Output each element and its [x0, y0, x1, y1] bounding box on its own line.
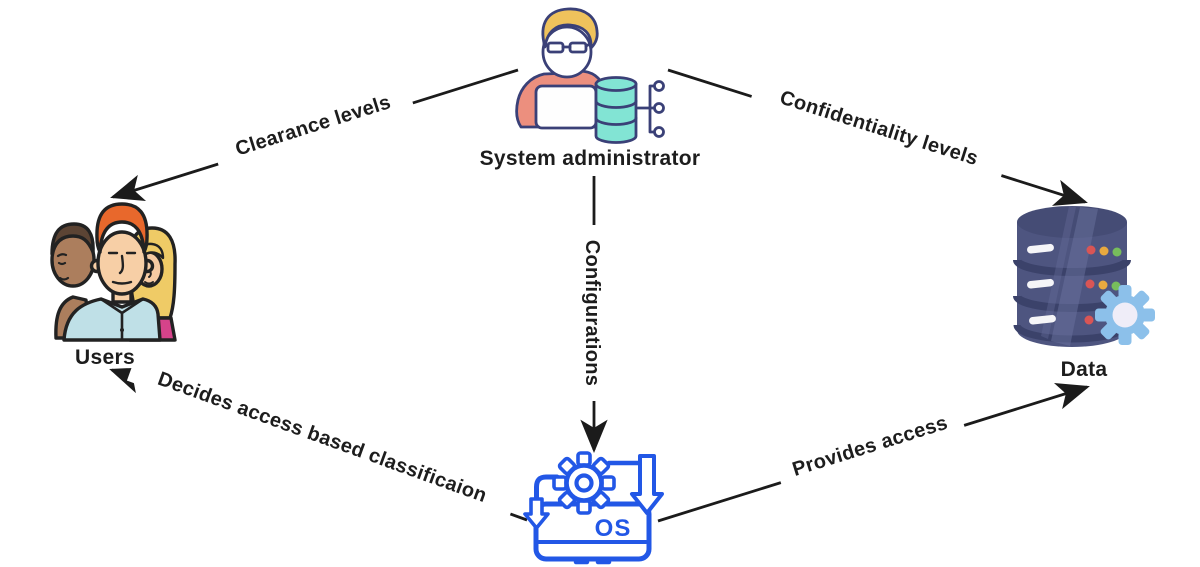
- node-label-system-administrator: System administrator: [480, 147, 701, 170]
- os-down-arrow-right: [630, 454, 664, 515]
- edge-clearance-levels: Clearance levels: [110, 68, 519, 201]
- cylinder-highlight-thin: [1041, 206, 1076, 339]
- edge-label-provides: Provides access: [790, 412, 951, 481]
- edge-label-bg: [211, 81, 415, 169]
- edge-confidentiality-levels: Confidentiality levels: [667, 68, 1088, 206]
- system-administrator-icon: [515, 7, 665, 144]
- edge-label-configurations: Configurations: [581, 240, 603, 386]
- admin-hair: [541, 7, 599, 50]
- os-gear-icon: [552, 451, 616, 515]
- edge-label-clearance: Clearance levels: [233, 91, 394, 160]
- os-down-arrow-left: [523, 497, 550, 530]
- admin-face: [541, 25, 593, 79]
- edge-configurations: Configurations: [578, 176, 608, 454]
- db-dash: [1027, 243, 1054, 254]
- gear-icon: [1095, 285, 1155, 345]
- data-icon: [1013, 206, 1155, 347]
- edge-decides-access: Decides access based classificaion: [109, 354, 528, 522]
- share-nodes-icon: [636, 80, 665, 138]
- os-box: [533, 501, 652, 562]
- os-icon: OS: [523, 451, 664, 565]
- db-dash: [1027, 278, 1054, 289]
- glasses-icon: [542, 41, 592, 54]
- user-center: [62, 202, 162, 342]
- edge-label-decides: Decides access based classificaion: [155, 368, 490, 507]
- node-label-users: Users: [75, 346, 135, 369]
- node-label-data: Data: [1061, 358, 1108, 381]
- users-icon: [50, 202, 177, 342]
- edge-label-bg: [126, 354, 519, 519]
- os-label: OS: [595, 515, 632, 542]
- laptop-icon: [534, 84, 598, 130]
- db-dash: [1029, 314, 1056, 325]
- edge-label-confidentiality: Confidentiality levels: [777, 87, 981, 170]
- admin-database-icon: [594, 76, 638, 144]
- cylinder-highlight: [1051, 207, 1098, 346]
- db-status-dots: [1084, 245, 1122, 325]
- edge-label-bg: [774, 403, 966, 488]
- os-pipe: [534, 474, 560, 511]
- edge-provides-access: Provides access: [657, 383, 1090, 523]
- edge-label-bg: [750, 74, 1009, 181]
- edge-label-bg: [578, 225, 608, 401]
